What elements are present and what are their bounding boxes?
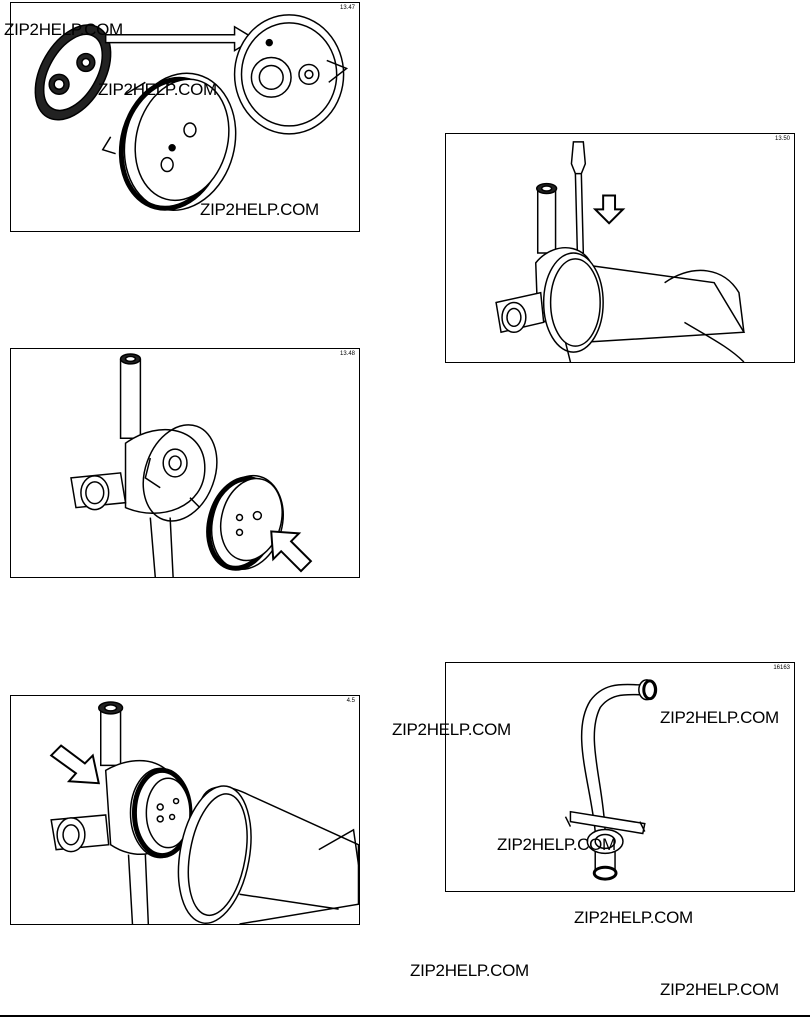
figure-1-panel: 13.47 xyxy=(10,2,360,232)
watermark: ZIP2HELP.COM xyxy=(98,80,217,99)
bent-pipe-illustration xyxy=(564,679,658,881)
watermark: ZIP2HELP.COM xyxy=(660,708,779,727)
figure-2-panel: 13.48 xyxy=(10,348,360,578)
watermark: ZIP2HELP.COM xyxy=(574,908,693,927)
valve-sleeve-illustration xyxy=(49,701,359,924)
cartridge-install-illustration xyxy=(70,353,313,577)
bottom-rule xyxy=(0,1015,810,1017)
figure-4-panel: 13.50 xyxy=(445,133,795,363)
figure-5-panel: 16163 xyxy=(445,662,795,892)
figure-1-id: 13.47 xyxy=(339,5,355,11)
figure-2-id: 13.48 xyxy=(339,351,355,357)
watermark: ZIP2HELP.COM xyxy=(410,961,529,980)
figure-3-panel: 4.5 xyxy=(10,695,360,925)
figure-4-id: 13.50 xyxy=(774,136,790,142)
cartridge-disassembly-illustration xyxy=(34,14,349,212)
watermark: ZIP2HELP.COM xyxy=(392,720,511,739)
figure-5-id: 16163 xyxy=(773,665,790,671)
watermark: ZIP2HELP.COM xyxy=(660,980,779,999)
figure-3-id: 4.5 xyxy=(346,698,355,704)
sleeve-press-illustration xyxy=(495,141,746,362)
watermark: ZIP2HELP.COM xyxy=(200,200,319,219)
watermark: ZIP2HELP.COM xyxy=(4,20,123,39)
watermark: ZIP2HELP.COM xyxy=(497,835,616,854)
